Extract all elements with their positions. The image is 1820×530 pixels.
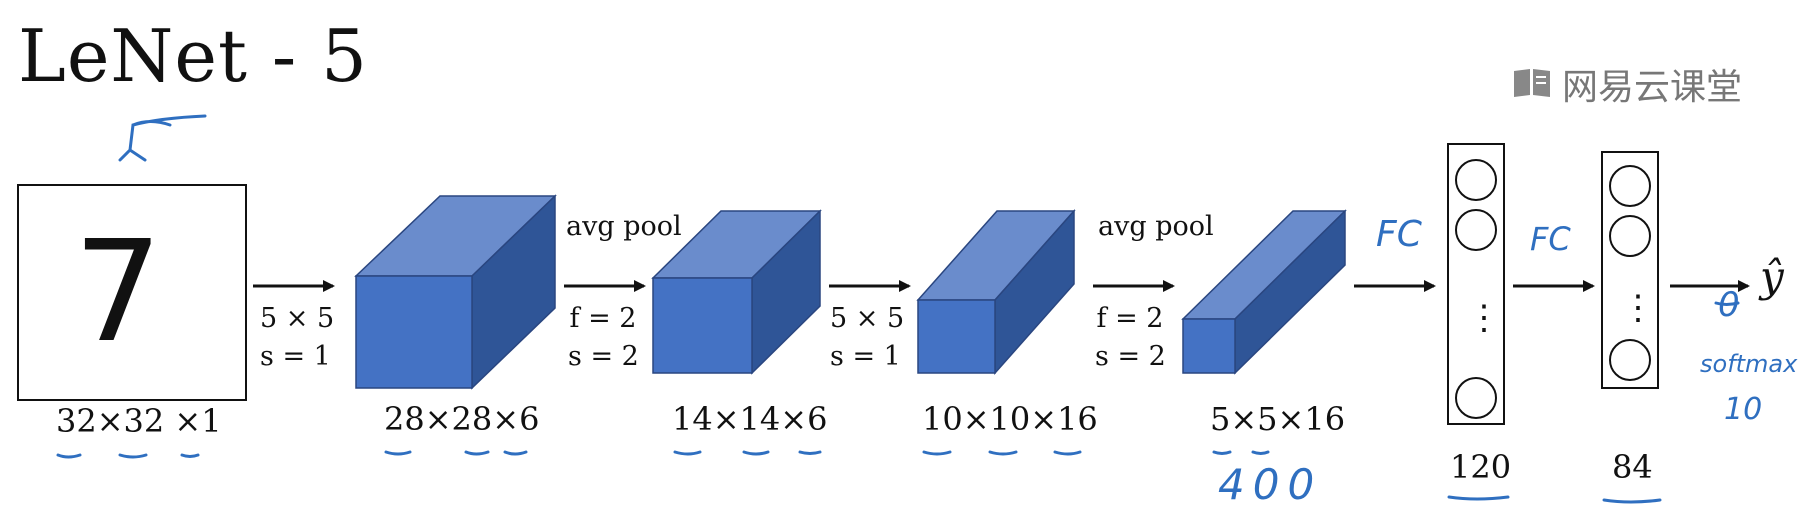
conv2-dims: 10×10×16 [922, 400, 1098, 438]
op2-params: f = 2 s = 2 [568, 300, 639, 376]
op4-caption: avg pool [1098, 211, 1214, 242]
input-image [17, 184, 247, 401]
page-title: LeNet - 5 [18, 14, 368, 98]
book-logo-icon [1514, 69, 1550, 97]
input-digit: 7 [73, 211, 162, 374]
handwritten-underlines [56, 301, 1740, 504]
fc2-note: FC [1530, 220, 1571, 258]
conv1-volume [354, 194, 557, 390]
op3-params: 5 × 5 s = 1 [830, 300, 905, 376]
fc120-label: 120 [1450, 448, 1512, 486]
op4-filter: f = 2 [1096, 303, 1164, 334]
fc1-note: FC [1376, 214, 1422, 255]
output-yhat: ŷ [1760, 252, 1784, 301]
watermark: 网易云课堂 [1512, 58, 1742, 110]
fc-layer-84 [1601, 151, 1659, 389]
fc-layer-120 [1447, 143, 1505, 425]
conv1-dims: 28×28×6 [384, 400, 540, 438]
pool2-volume [1181, 209, 1347, 375]
watermark-text: 网易云课堂 [1562, 67, 1743, 108]
op4-stride: s = 2 [1095, 341, 1166, 372]
classes-10-note: 10 [1724, 392, 1763, 427]
op2-filter: f = 2 [569, 303, 637, 334]
pool1-dims: 14×14×6 [672, 400, 828, 438]
op1-filter: 5 × 5 [260, 303, 335, 334]
input-dims: 32×32 ×1 [56, 402, 222, 440]
pool1-volume [651, 209, 822, 375]
op1-params: 5 × 5 s = 1 [260, 300, 335, 376]
flatten-400-note: 400 [1218, 460, 1323, 509]
op2-caption: avg pool [566, 211, 682, 242]
op4-params: f = 2 s = 2 [1095, 300, 1166, 376]
output-zero-note: 0 [1718, 285, 1740, 325]
op3-filter: 5 × 5 [830, 303, 905, 334]
softmax-note: softmax [1700, 350, 1798, 378]
conv2-volume [916, 209, 1076, 375]
handwritten-pointer-icon [118, 114, 207, 162]
op2-stride: s = 2 [568, 341, 639, 372]
fc84-ellipsis: ⋮ [1621, 288, 1655, 328]
fc84-label: 84 [1612, 448, 1653, 486]
pool2-dims: 5×5×16 [1210, 400, 1346, 438]
op1-stride: s = 1 [260, 341, 331, 372]
op3-stride: s = 1 [830, 341, 901, 372]
fc120-ellipsis: ⋮ [1467, 298, 1501, 338]
